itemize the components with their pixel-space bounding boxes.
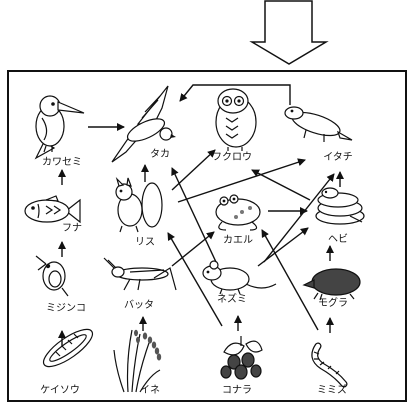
label-hawk: タカ xyxy=(150,148,170,160)
label-owl: フクロウ xyxy=(212,151,252,163)
label-snake: ヘビ xyxy=(328,233,348,245)
label-diatom: ケイソウ xyxy=(40,384,80,396)
label-kingfisher: カワセミ xyxy=(42,156,82,168)
label-weasel: イタチ xyxy=(323,151,353,163)
label-mouse: ネズミ xyxy=(217,292,247,305)
label-squirrel: リス xyxy=(135,237,155,248)
label-frog: カエル xyxy=(223,234,253,246)
down-arrow xyxy=(252,1,326,64)
label-mole: モグラ xyxy=(318,296,348,309)
label-oak: コナラ xyxy=(222,384,252,396)
label-crucian-carp: フナ xyxy=(62,222,82,234)
label-rice: イネ xyxy=(140,384,160,396)
label-grasshopper: バッタ xyxy=(124,299,154,311)
label-daphnia: ミジンコ xyxy=(46,303,86,314)
label-earthworm: ミミズ xyxy=(317,383,347,396)
